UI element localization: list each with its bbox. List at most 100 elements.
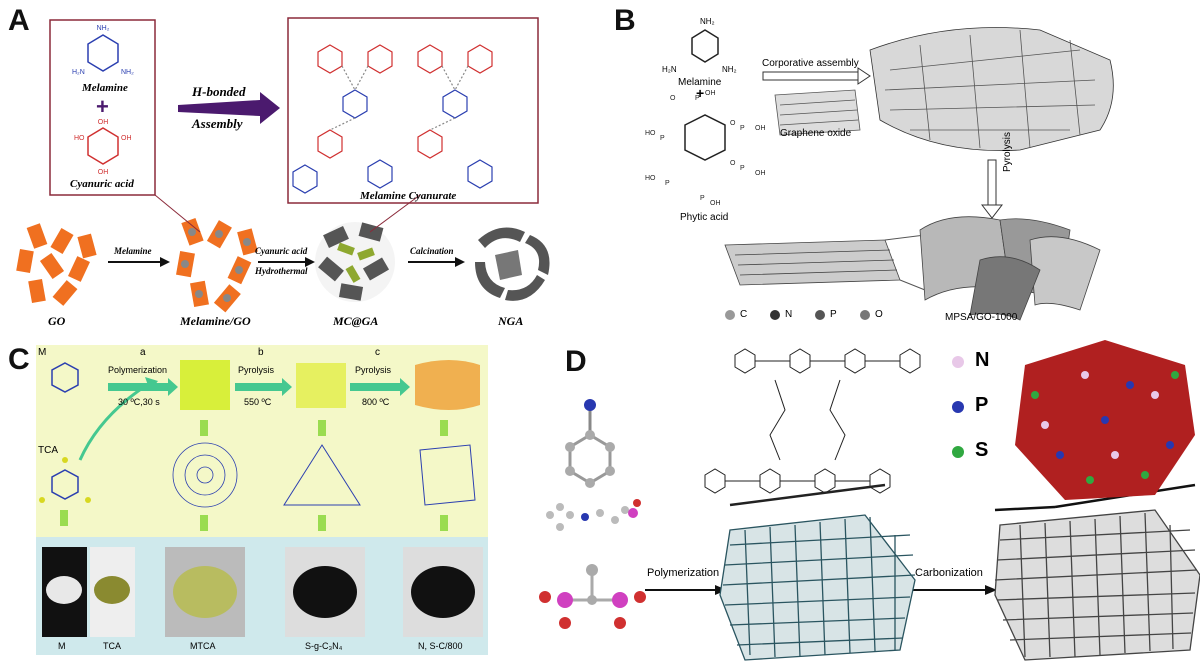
nsc-sheet — [419, 444, 476, 506]
panel-c-graphic — [39, 360, 483, 637]
arrow-c — [350, 378, 410, 396]
pyro1-cond-label: 550 ºC — [244, 397, 272, 407]
legend-o: O — [875, 309, 883, 320]
down-arrows — [60, 420, 448, 531]
panel-label-b: B — [614, 4, 636, 37]
tsa-model — [546, 499, 641, 531]
svg-text:H₂N: H₂N — [662, 65, 677, 74]
atom-legend — [725, 310, 870, 320]
mpsa-label: MPSA/GO-1000 — [945, 312, 1018, 323]
legend-s-label: S — [975, 439, 989, 461]
arrow-b — [235, 378, 292, 396]
svg-text:H₂N: H₂N — [72, 69, 85, 76]
legend-n: N — [785, 309, 793, 320]
svg-text:HO: HO — [74, 135, 85, 142]
tca-label: TCA — [38, 445, 58, 456]
svg-text:NH₂: NH₂ — [97, 25, 110, 32]
melamine-go-cluster — [176, 217, 258, 313]
panel-label-c: C — [8, 343, 30, 376]
3d-network — [869, 27, 1114, 151]
svg-text:HO: HO — [645, 130, 656, 137]
melamine-label-b: Melamine — [678, 77, 722, 88]
phytic-acid-label: Phytic acid — [680, 212, 729, 223]
photo-label-sgcn: S-g-C₃N₄ — [305, 641, 343, 651]
carbonization-label: Carbonization — [915, 567, 983, 579]
mc-frame — [287, 17, 539, 204]
sgcn-triangle — [283, 444, 361, 506]
cyanuric-label: Cyanuric acid — [70, 178, 134, 190]
go-cluster — [16, 223, 97, 306]
panel-label-a: A — [8, 4, 30, 37]
panel-label-d: D — [565, 345, 587, 378]
mpsa-sheets — [919, 216, 1101, 321]
photo-label-nsc: N, S-C/800 — [418, 641, 463, 651]
mc-label: Melamine Cyanurate — [360, 190, 457, 202]
assembly-arrow — [762, 71, 859, 81]
step-cyanuric-label: Cyanuric acid — [255, 246, 308, 256]
step-b-label: b — [258, 347, 264, 358]
melamine-go-label: Melamine/GO — [180, 314, 251, 328]
svg-text:P: P — [740, 165, 745, 172]
plus-sign: + — [96, 94, 109, 119]
svg-text:P: P — [695, 95, 700, 102]
svg-text:NH₂: NH₂ — [722, 65, 737, 74]
panel-a-graphic: NH₂ H₂N NH₂ OH HO OH OH — [16, 17, 550, 313]
phytic-ring — [684, 114, 726, 161]
svg-text:NH₂: NH₂ — [700, 17, 715, 26]
svg-text:O: O — [730, 120, 736, 127]
poly-label: Polymerization — [108, 365, 168, 375]
graphene-oxide-label: Graphene oxide — [780, 128, 852, 139]
step-a-label: a — [140, 347, 146, 358]
sgcn-block — [296, 363, 346, 408]
doped-graphene — [1015, 340, 1195, 500]
melamine-structure — [691, 29, 719, 63]
mtca-block — [180, 360, 230, 410]
step-melamine-label: Melamine — [114, 246, 152, 256]
curved-arrow — [78, 381, 151, 461]
mcga-label: MC@GA — [333, 314, 379, 328]
hbond-label-2: Assembly — [192, 116, 243, 131]
pyro1-label: Pyrolysis — [238, 365, 275, 375]
step-calcination-label: Calcination — [410, 246, 454, 256]
polymerization-label: Polymerization — [647, 567, 720, 579]
h-bond-arrow — [178, 92, 280, 124]
polymer-structure — [704, 348, 921, 507]
polymer-network — [719, 514, 916, 661]
svg-text:O: O — [670, 95, 676, 102]
svg-text:O: O — [730, 160, 736, 167]
photo-label-m: M — [58, 641, 66, 651]
dopant-legend — [952, 356, 964, 458]
melamine-ring — [87, 34, 119, 72]
melamine-label: Melamine — [82, 82, 128, 94]
pyrolysis-arrow — [987, 159, 997, 206]
mtca-network — [172, 442, 238, 508]
pyrolysis-label-b: Pyrolysis — [1002, 131, 1013, 172]
svg-text:P: P — [665, 180, 670, 187]
legend-c: C — [740, 309, 748, 320]
legend-p: P — [830, 309, 837, 320]
mcga-cluster — [315, 222, 395, 302]
step-c-label: c — [375, 347, 380, 358]
step-hydrothermal-label: Hydrothermal — [255, 266, 308, 276]
assembly-label: Corporative assembly — [762, 58, 859, 69]
phosphonic-model — [539, 564, 646, 629]
arrow-a — [108, 378, 178, 396]
panel-d-graphic — [539, 340, 1200, 661]
panel-a: A NH₂ H₂N NH₂ OH HO OH OH — [0, 0, 585, 330]
svg-text:OH: OH — [755, 170, 766, 177]
cyanuric-ring — [87, 127, 119, 165]
carbon-network — [994, 509, 1200, 661]
photo-label-tca: TCA — [103, 641, 121, 651]
tca-molecule — [51, 469, 79, 500]
nga-cluster — [475, 227, 550, 301]
svg-text:NH₂: NH₂ — [121, 69, 134, 76]
svg-text:HO: HO — [645, 175, 656, 182]
svg-text:P: P — [700, 195, 705, 202]
hbond-label-1: H-bonded — [192, 84, 246, 99]
m-molecule — [51, 362, 79, 393]
legend-p-label: P — [975, 394, 989, 416]
m-label: M — [38, 347, 47, 358]
svg-text:OH: OH — [121, 135, 132, 142]
